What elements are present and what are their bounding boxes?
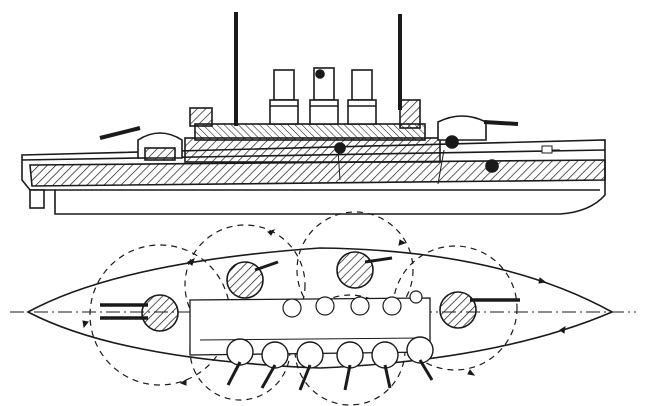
- funnel-2: [309, 67, 339, 125]
- plan-main-turret-aft: [100, 294, 179, 332]
- plan-main-turret-fore: [439, 291, 520, 329]
- funnel-1: [269, 69, 299, 125]
- main-turret-fore-side: [437, 115, 519, 149]
- funnel-3: [347, 69, 377, 125]
- plan-casemates-lower: [226, 336, 434, 391]
- plan-secondary-turret-2: [336, 251, 374, 289]
- superstructure-lower: [184, 137, 441, 163]
- plan-secondary-turret-1: [226, 261, 264, 299]
- plan-casemates-upper: [282, 290, 423, 318]
- main-turret-aft-side: [99, 126, 183, 161]
- stern-block: [29, 189, 45, 209]
- arc-arrows: [82, 229, 566, 386]
- superstructure-upper: [194, 123, 426, 141]
- plan-view: [10, 211, 636, 406]
- side-elevation-view: [21, 12, 606, 215]
